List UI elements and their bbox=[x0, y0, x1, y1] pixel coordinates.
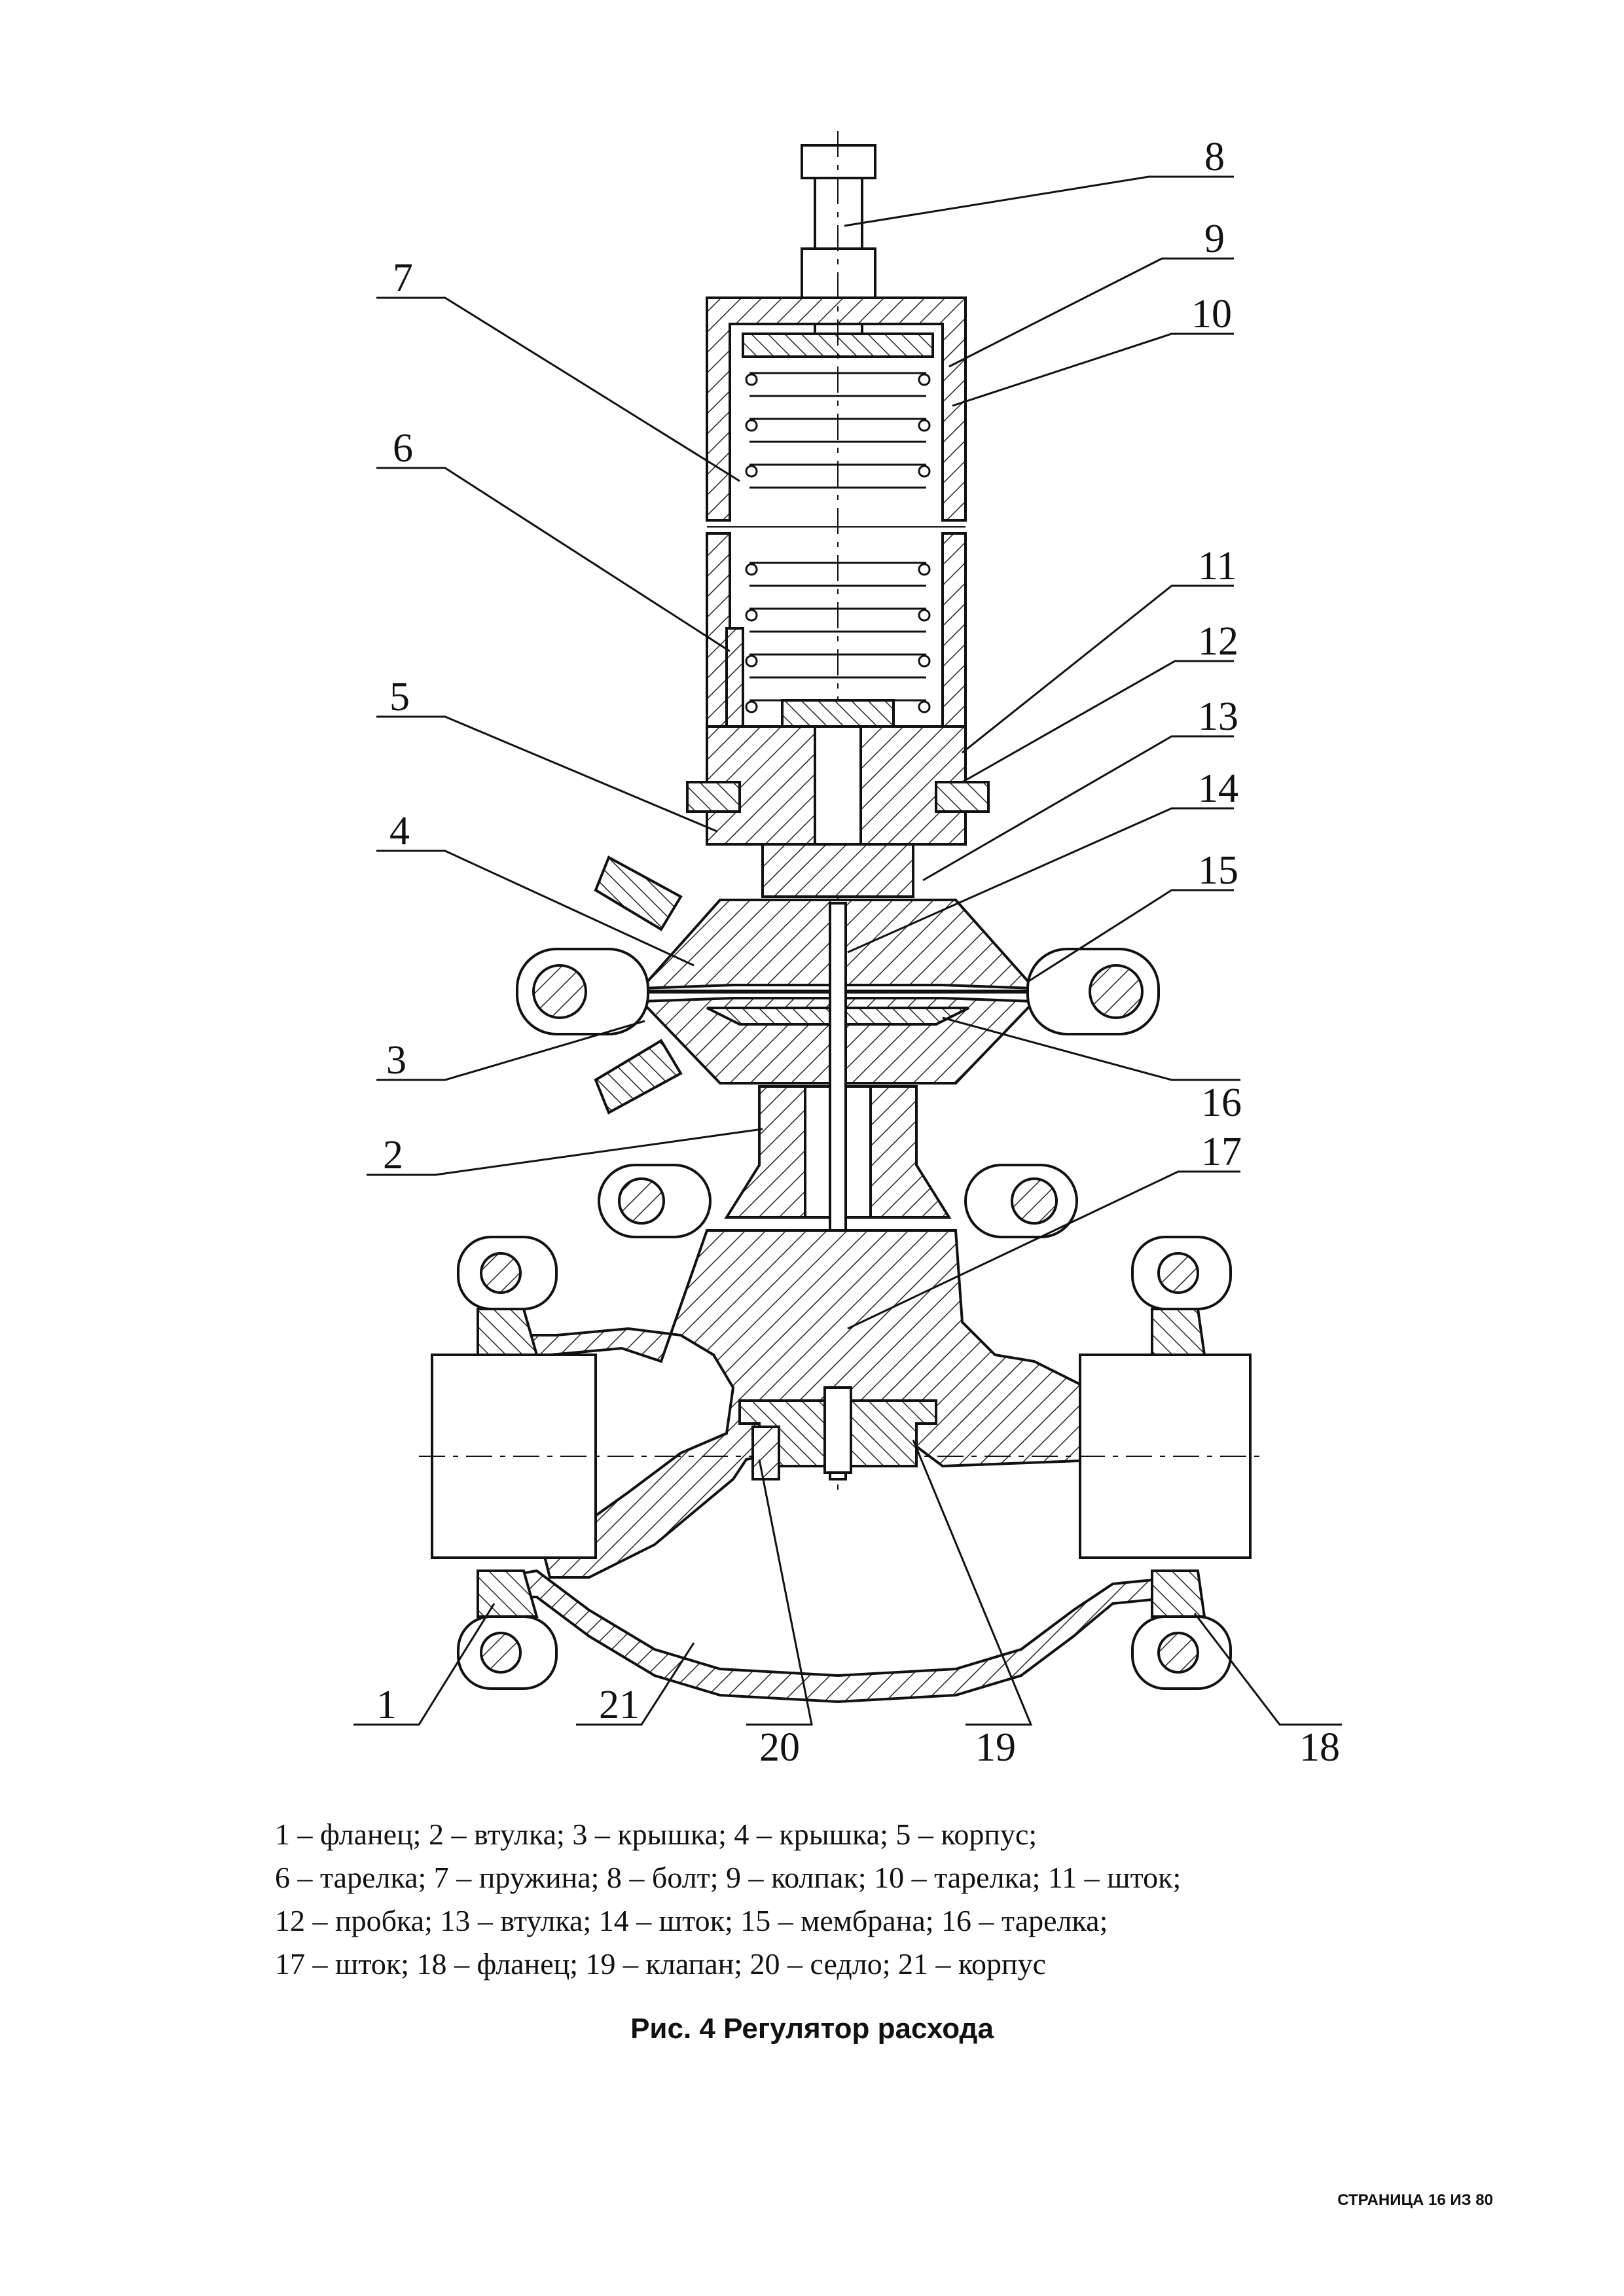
callout-18: 18 bbox=[1299, 1725, 1340, 1770]
callout-11: 11 bbox=[1198, 544, 1237, 588]
figure-caption: Рис. 4 Регулятор расхода bbox=[630, 2013, 994, 2045]
callout-4: 4 bbox=[389, 809, 410, 853]
body-5 bbox=[686, 725, 990, 898]
legend-line: 12 – пробка; 13 – втулка; 14 – шток; 15 … bbox=[275, 1904, 1108, 1937]
callout-14: 14 bbox=[1198, 766, 1238, 811]
mounting-lugs bbox=[516, 948, 1160, 1238]
leader-lines bbox=[353, 175, 1342, 1726]
legend-line: 6 – тарелка; 7 – пружина; 8 – болт; 9 – … bbox=[275, 1861, 1182, 1894]
callout-15: 15 bbox=[1198, 848, 1238, 893]
callout-1: 1 bbox=[376, 1683, 397, 1727]
legend-line: 17 – шток; 18 – фланец; 19 – клапан; 20 … bbox=[275, 1947, 1047, 1981]
callout-labels: 1 2 3 4 5 6 7 8 9 10 11 12 13 14 15 16 1… bbox=[376, 135, 1340, 1770]
callout-10: 10 bbox=[1191, 292, 1232, 336]
legend-line: 1 – фланец; 2 – втулка; 3 – крышка; 4 – … bbox=[275, 1818, 1038, 1851]
callout-8: 8 bbox=[1204, 135, 1225, 179]
flange-18 bbox=[1131, 1236, 1232, 1690]
callout-19: 19 bbox=[975, 1725, 1016, 1770]
flange-1 bbox=[457, 1236, 558, 1690]
callout-13: 13 bbox=[1198, 694, 1238, 739]
callout-21: 21 bbox=[599, 1683, 640, 1727]
callout-20: 20 bbox=[759, 1725, 800, 1770]
valve-assembly bbox=[419, 131, 1263, 1704]
callout-5: 5 bbox=[389, 675, 410, 719]
callout-9: 9 bbox=[1204, 217, 1225, 261]
callout-16: 16 bbox=[1201, 1081, 1242, 1125]
callout-17: 17 bbox=[1201, 1130, 1242, 1174]
callout-2: 2 bbox=[383, 1133, 403, 1177]
callout-6: 6 bbox=[393, 426, 413, 471]
parts-legend: 1 – фланец; 2 – втулка; 3 – крышка; 4 – … bbox=[275, 1813, 1453, 1986]
spring-cap-9 bbox=[706, 296, 967, 728]
callout-3: 3 bbox=[386, 1038, 406, 1083]
callout-7: 7 bbox=[393, 256, 413, 300]
seat-20 bbox=[751, 1426, 780, 1480]
page-number: СТРАНИЦА 16 ИЗ 80 bbox=[1337, 2191, 1493, 2209]
callout-12: 12 bbox=[1198, 619, 1238, 664]
